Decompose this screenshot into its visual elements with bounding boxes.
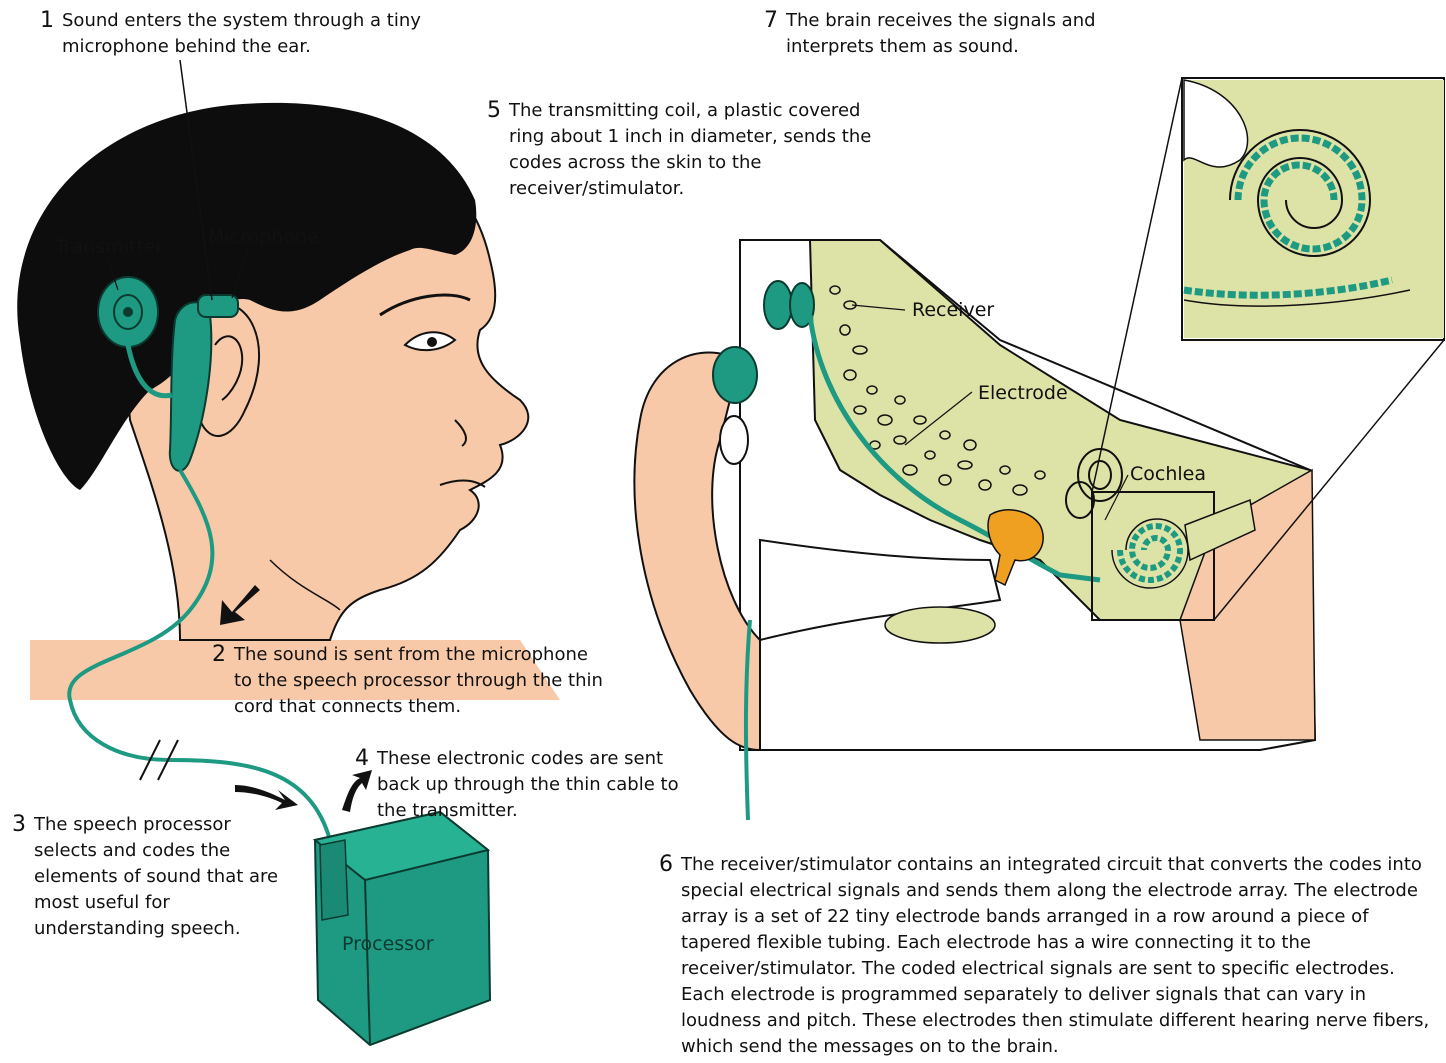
step-7-text: The brain receives the signals and inter…	[786, 10, 1096, 57]
step-1-text: Sound enters the system through a tiny m…	[62, 10, 421, 57]
step-5: 5 The transmitting coil, a plastic cover…	[509, 98, 894, 202]
step-6: 6 The receiver/stimulator contains an in…	[681, 852, 1441, 1060]
step-7: 7 The brain receives the signals and int…	[786, 8, 1136, 60]
label-cochlea: Cochlea	[1130, 463, 1206, 485]
step-3: 3 The speech processor selects and codes…	[34, 812, 279, 942]
step-5-text: The transmitting coil, a plastic covered…	[509, 100, 871, 199]
step-2: 2 The sound is sent from the microphone …	[234, 642, 604, 720]
step-1: 1 Sound enters the system through a tiny…	[62, 8, 422, 60]
receiver-stimulator	[764, 281, 792, 329]
label-receiver: Receiver	[912, 299, 994, 321]
step-2-number: 2	[212, 642, 226, 668]
step-4-text: These electronic codes are sent back up …	[377, 748, 679, 821]
step-4: 4 These electronic codes are sent back u…	[377, 746, 682, 824]
label-transmitter: Transmitter	[55, 236, 163, 258]
arrow-back-up	[342, 770, 372, 812]
speech-processor	[315, 812, 490, 1045]
label-electrode: Electrode	[978, 382, 1068, 404]
step-3-number: 3	[12, 812, 26, 838]
step-5-number: 5	[487, 98, 501, 124]
cochlea-zoom-inset	[1182, 78, 1444, 340]
step-7-number: 7	[764, 8, 778, 34]
arrow-to-processor	[235, 785, 298, 810]
step-2-text: The sound is sent from the microphone to…	[234, 644, 603, 717]
step-6-text: The receiver/stimulator contains an inte…	[681, 854, 1429, 1057]
step-6-number: 6	[659, 852, 673, 878]
step-4-number: 4	[355, 746, 369, 772]
step-1-number: 1	[40, 8, 54, 34]
step-3-text: The speech processor selects and codes t…	[34, 814, 278, 939]
head-illustration	[17, 103, 560, 700]
microphone-body	[198, 295, 238, 317]
label-microphone: Microphone	[208, 226, 319, 248]
label-processor: Processor	[342, 933, 434, 955]
